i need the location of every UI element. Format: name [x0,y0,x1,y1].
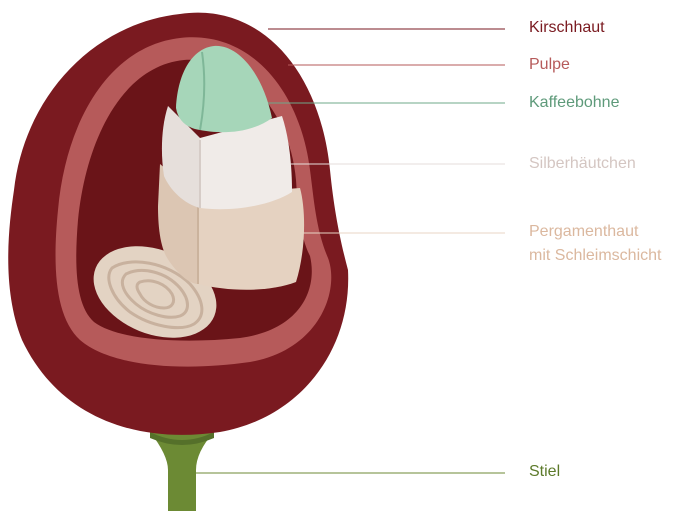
label-pulpe: Pulpe [529,55,570,75]
label-stiel: Stiel [529,462,560,482]
label-silberhaeutchen: Silberhäutchen [529,154,636,174]
label-kaffeebohne: Kaffeebohne [529,93,619,113]
label-kirschhaut: Kirschhaut [529,18,605,38]
label-pergamenthaut: Pergamenthaut [529,222,638,242]
label-schleimschicht: mit Schleimschicht [529,246,661,266]
